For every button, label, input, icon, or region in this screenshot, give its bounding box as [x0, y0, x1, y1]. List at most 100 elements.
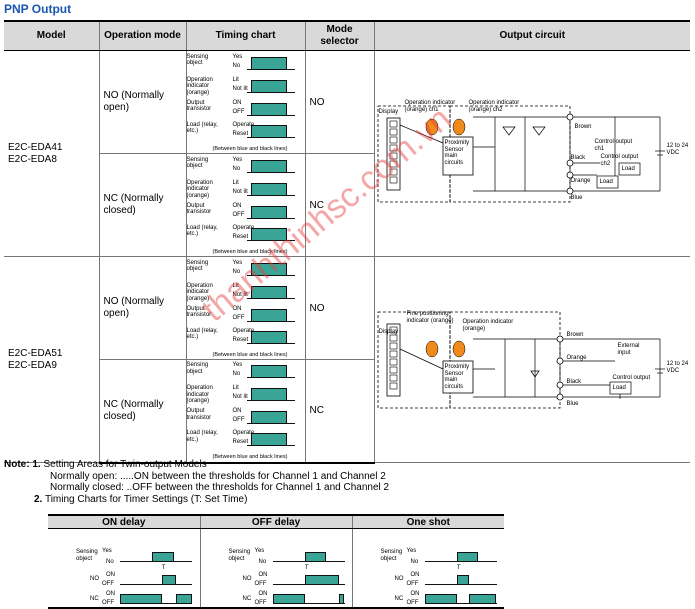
- fine-positioning-indicator-label: Fine positioning indicator (orange): [406, 311, 454, 324]
- output-circuit-diagram-1: Display Operation indicator (orange) ch1…: [375, 100, 690, 204]
- timing-level-high: Operate: [232, 121, 255, 128]
- timing-level-high: Yes: [232, 156, 243, 163]
- main-circuit-label: Proximity Sensor main circuits: [444, 364, 470, 390]
- timing-row-label-sensing: Sensing object: [186, 362, 209, 375]
- note-2-number: 2.: [34, 493, 43, 505]
- timing-level-low: OFF: [232, 417, 245, 424]
- timing-row-label-load: Load (relay, etc.): [186, 327, 218, 341]
- timing-level-low: No: [232, 371, 241, 378]
- timer-waveform-sensing: [272, 552, 345, 562]
- timing-level-high: Lit: [232, 282, 239, 289]
- timing-level-low: Reset: [232, 336, 249, 343]
- output-circuit-diagram-2: Display Fine positioning indicator (oran…: [375, 309, 690, 410]
- timing-row-label-sensing: Sensing object: [186, 259, 209, 273]
- timer-waveform-nc: [272, 594, 345, 604]
- wire-brown-label: Brown: [566, 332, 584, 338]
- wire-blue-label: Blue: [570, 195, 583, 201]
- timer-level-off: OFF: [102, 581, 114, 587]
- timing-level-high: Yes: [232, 53, 243, 60]
- timer-level-yes: Yes: [102, 548, 112, 554]
- timer-high-pulse: [469, 594, 497, 604]
- model-name: E2C-EDA8: [8, 153, 57, 165]
- model-name: E2C-EDA9: [8, 359, 57, 371]
- timer-settings-table: ON delay OFF delay One shot Sensing obje…: [48, 514, 504, 609]
- timer-sensing-label: Sensing object: [228, 549, 251, 562]
- timer-level-on: ON: [258, 572, 268, 578]
- timing-waveform-sensing: [246, 365, 295, 379]
- timing-row-label-sensing: Sensing object: [186, 156, 209, 170]
- timing-row-label-indicator: Operation indicator (orange): [186, 282, 213, 302]
- timing-level-high: Lit: [232, 179, 239, 186]
- timing-high-pulse: [250, 388, 287, 402]
- timer-level-on: ON: [410, 591, 420, 597]
- circuit-drawing: [377, 105, 665, 203]
- wire-black-label: Black: [566, 379, 582, 385]
- timing-waveform-transistor: [246, 308, 295, 322]
- timing-row-label-transistor: Output transistor: [186, 99, 212, 113]
- timing-high-pulse: [250, 182, 287, 196]
- wire-brown-label: Brown: [574, 124, 592, 130]
- timer-row-nc: NC: [242, 596, 252, 602]
- timer-level-yes: Yes: [254, 548, 265, 554]
- control-output-ch2-label: Control output ch2: [600, 154, 639, 167]
- output-circuit-cell: Display Fine positioning indicator (oran…: [373, 256, 690, 463]
- load-label: Load: [621, 166, 635, 172]
- timing-waveform-sensing: [246, 262, 295, 276]
- timer-level-off: OFF: [254, 600, 267, 606]
- note-1-title: Setting Areas for Twin-output Models: [43, 459, 207, 470]
- timer-level-no: No: [258, 559, 267, 565]
- timing-level-high: ON: [232, 99, 242, 106]
- timer-level-off: OFF: [406, 600, 419, 606]
- note-1-line-2: Normally closed: ..OFF between the thres…: [50, 482, 390, 493]
- timer-sensing-label: Sensing object: [380, 549, 403, 562]
- timer-level-on: ON: [106, 591, 115, 597]
- timer-set-time-label: T: [161, 565, 166, 571]
- timing-level-low: Not lit: [232, 188, 248, 195]
- timer-row-no: NO: [242, 576, 252, 582]
- timing-row-label-load: Load (relay, etc.): [186, 121, 218, 135]
- timer-level-on: ON: [410, 572, 420, 578]
- load-label: Load: [612, 385, 626, 391]
- timer-set-time-label: T: [456, 565, 461, 571]
- timing-row-label-indicator: Operation indicator (orange): [186, 76, 213, 96]
- timing-high-pulse: [250, 159, 287, 173]
- timing-level-high: Operate: [232, 327, 255, 334]
- wire-blue-label: Blue: [566, 401, 579, 407]
- timer-high-pulse: [272, 594, 305, 604]
- timing-waveform-indicator: [246, 79, 295, 93]
- timing-waveform-load: [246, 227, 295, 241]
- timer-level-on: ON: [258, 591, 268, 597]
- timing-waveform-indicator: [246, 182, 295, 196]
- timer-set-time-label: T: [304, 565, 309, 571]
- timer-high-pulse: [456, 575, 470, 585]
- timing-waveform-transistor: [246, 205, 295, 219]
- timer-high-pulse: [424, 594, 457, 604]
- timing-level-high: Yes: [232, 259, 243, 266]
- timer-level-no: No: [106, 559, 114, 565]
- wire-orange-label: Orange: [566, 355, 587, 361]
- timing-high-pulse: [250, 56, 287, 70]
- timing-level-low: OFF: [232, 108, 245, 115]
- header-on-delay: ON delay: [48, 514, 201, 529]
- display-label: Display: [378, 109, 399, 115]
- operation-indicator-label: Operation indicator (orange): [462, 319, 514, 332]
- timing-level-low: Reset: [232, 233, 249, 240]
- timing-level-low: Reset: [232, 130, 249, 137]
- mode-selector: NO: [304, 256, 375, 360]
- timing-note: (Between blue and black lines): [212, 351, 288, 358]
- timing-high-pulse: [250, 205, 287, 219]
- timing-level-high: ON: [232, 408, 242, 415]
- timer-waveform-nc: [424, 594, 497, 604]
- timing-level-low: Not lit: [232, 85, 248, 92]
- note-1-number: 1.: [32, 459, 41, 470]
- timing-row-label-transistor: Output transistor: [186, 408, 212, 421]
- timing-waveform-load: [246, 124, 295, 138]
- operation-mode: NO (Normally open): [98, 50, 187, 154]
- timer-waveform-no: [424, 575, 497, 585]
- display-label: Display: [378, 329, 399, 335]
- timing-row-label-load: Load (relay, etc.): [186, 430, 218, 443]
- timer-waveform-no: [120, 575, 192, 585]
